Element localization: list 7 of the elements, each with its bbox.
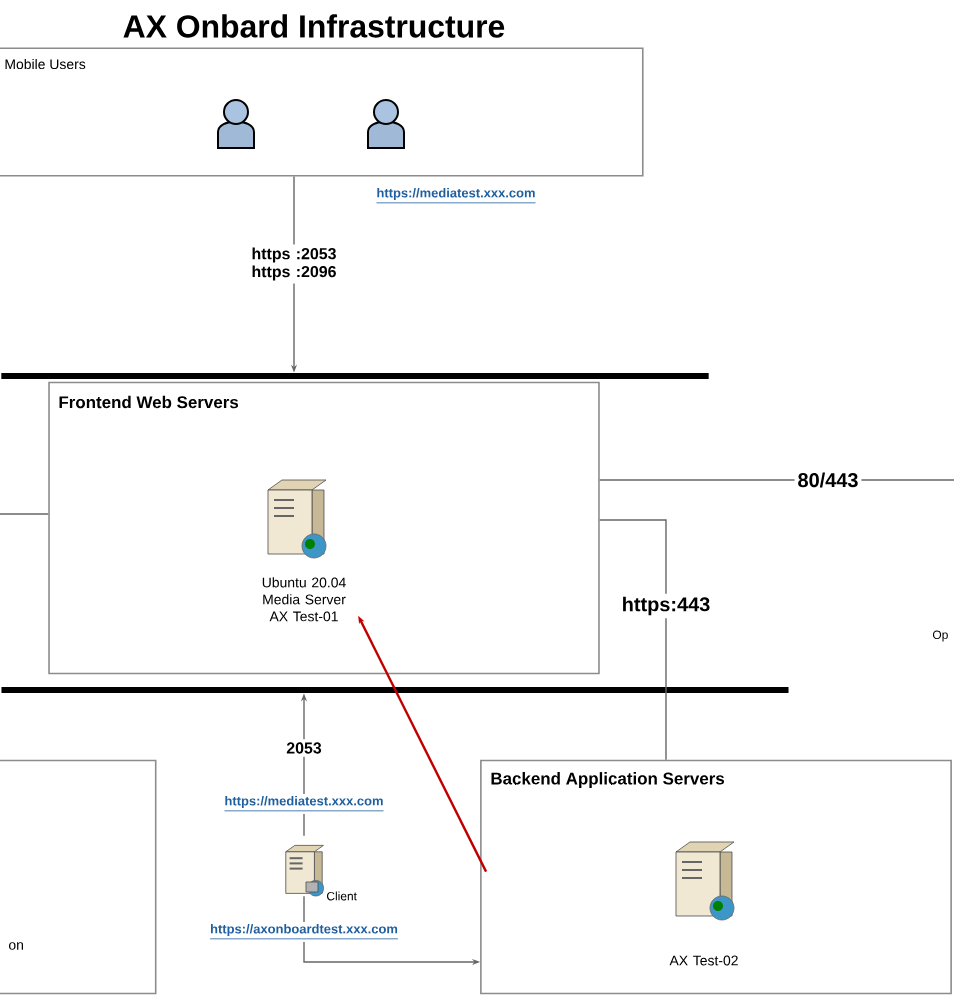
edge-label: https:443 (618, 593, 714, 619)
title: AX Onbard Infrastructure (123, 14, 505, 38)
bus-line (1, 687, 789, 693)
edge-label: 80/443 (794, 469, 862, 491)
person-icon (367, 99, 405, 149)
person-icon (217, 99, 255, 149)
bus-line (1, 373, 709, 379)
